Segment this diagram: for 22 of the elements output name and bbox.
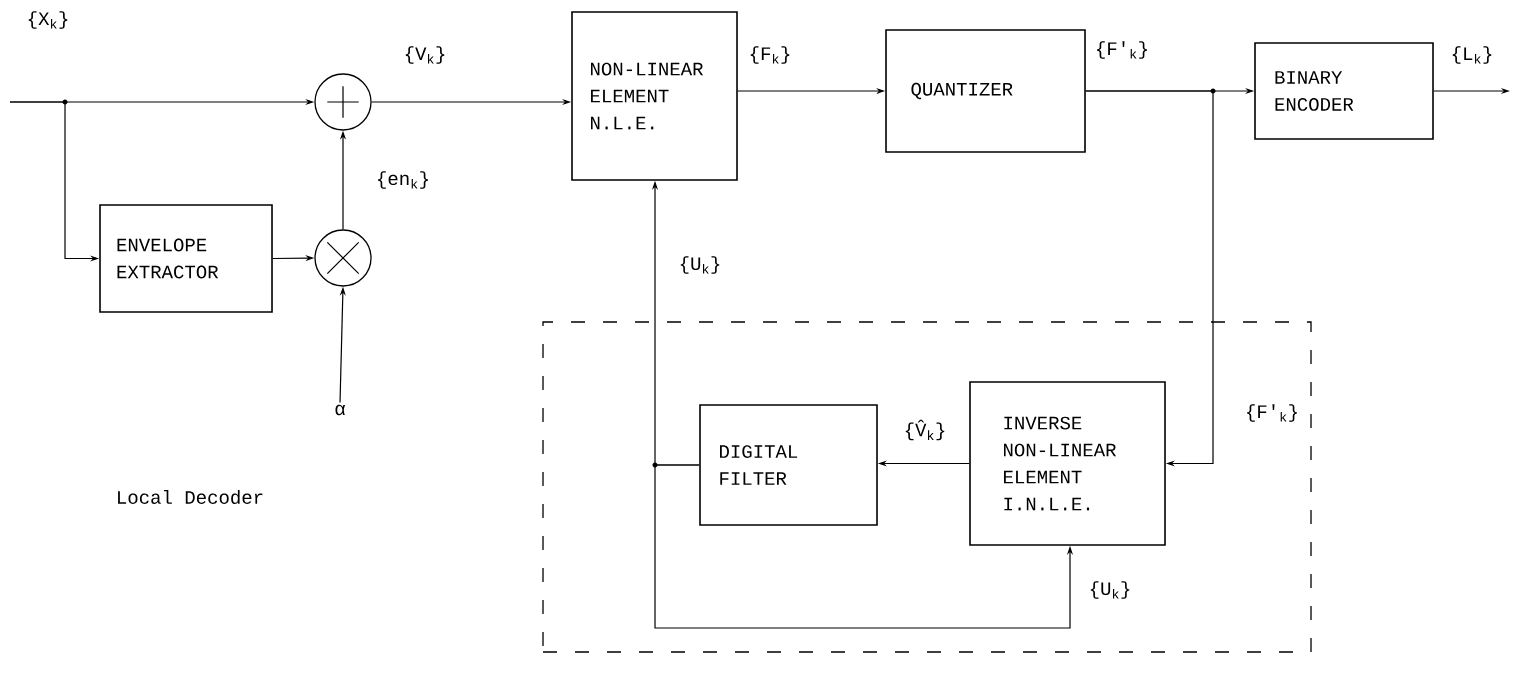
arrow — [1085, 90, 1214, 467]
dashed-group-frame — [542, 321, 1312, 653]
summing-junction — [314, 73, 372, 131]
edge-label: {F'$_{k}$} — [1093, 40, 1151, 60]
process-box: INVERSE NON-LINEAR ELEMENT I.N.L.E. — [969, 381, 1166, 546]
edge-label: {V̂$_{k}$} — [902, 418, 948, 442]
process-box: QUANTIZER — [885, 29, 1086, 153]
input-label: α — [335, 404, 346, 416]
process-box: DIGITAL FILTER — [699, 404, 878, 526]
edge-label: {X$_{k}$} — [25, 10, 71, 30]
edge-label: {U$_{k}$} — [677, 255, 723, 275]
edge-label: {en$_{k}$} — [374, 170, 432, 190]
process-box: NON-LINEAR ELEMENT N.L.E. — [571, 11, 738, 181]
edge-label: {F$_{k}$} — [747, 45, 793, 65]
edge-label: {V$_{k}$} — [402, 45, 448, 65]
edge-label: {F'$_{k}$} — [1243, 403, 1301, 423]
process-box: BINARY ENCODER — [1254, 42, 1434, 140]
multiplier-circle — [314, 229, 372, 287]
process-box: ENVELOPE EXTRACTOR — [99, 204, 273, 313]
edge-label: {L$_{k}$} — [1449, 45, 1495, 65]
group-label: Local Decoder — [118, 490, 263, 504]
edge-label: {U$_{k}$} — [1087, 580, 1133, 600]
